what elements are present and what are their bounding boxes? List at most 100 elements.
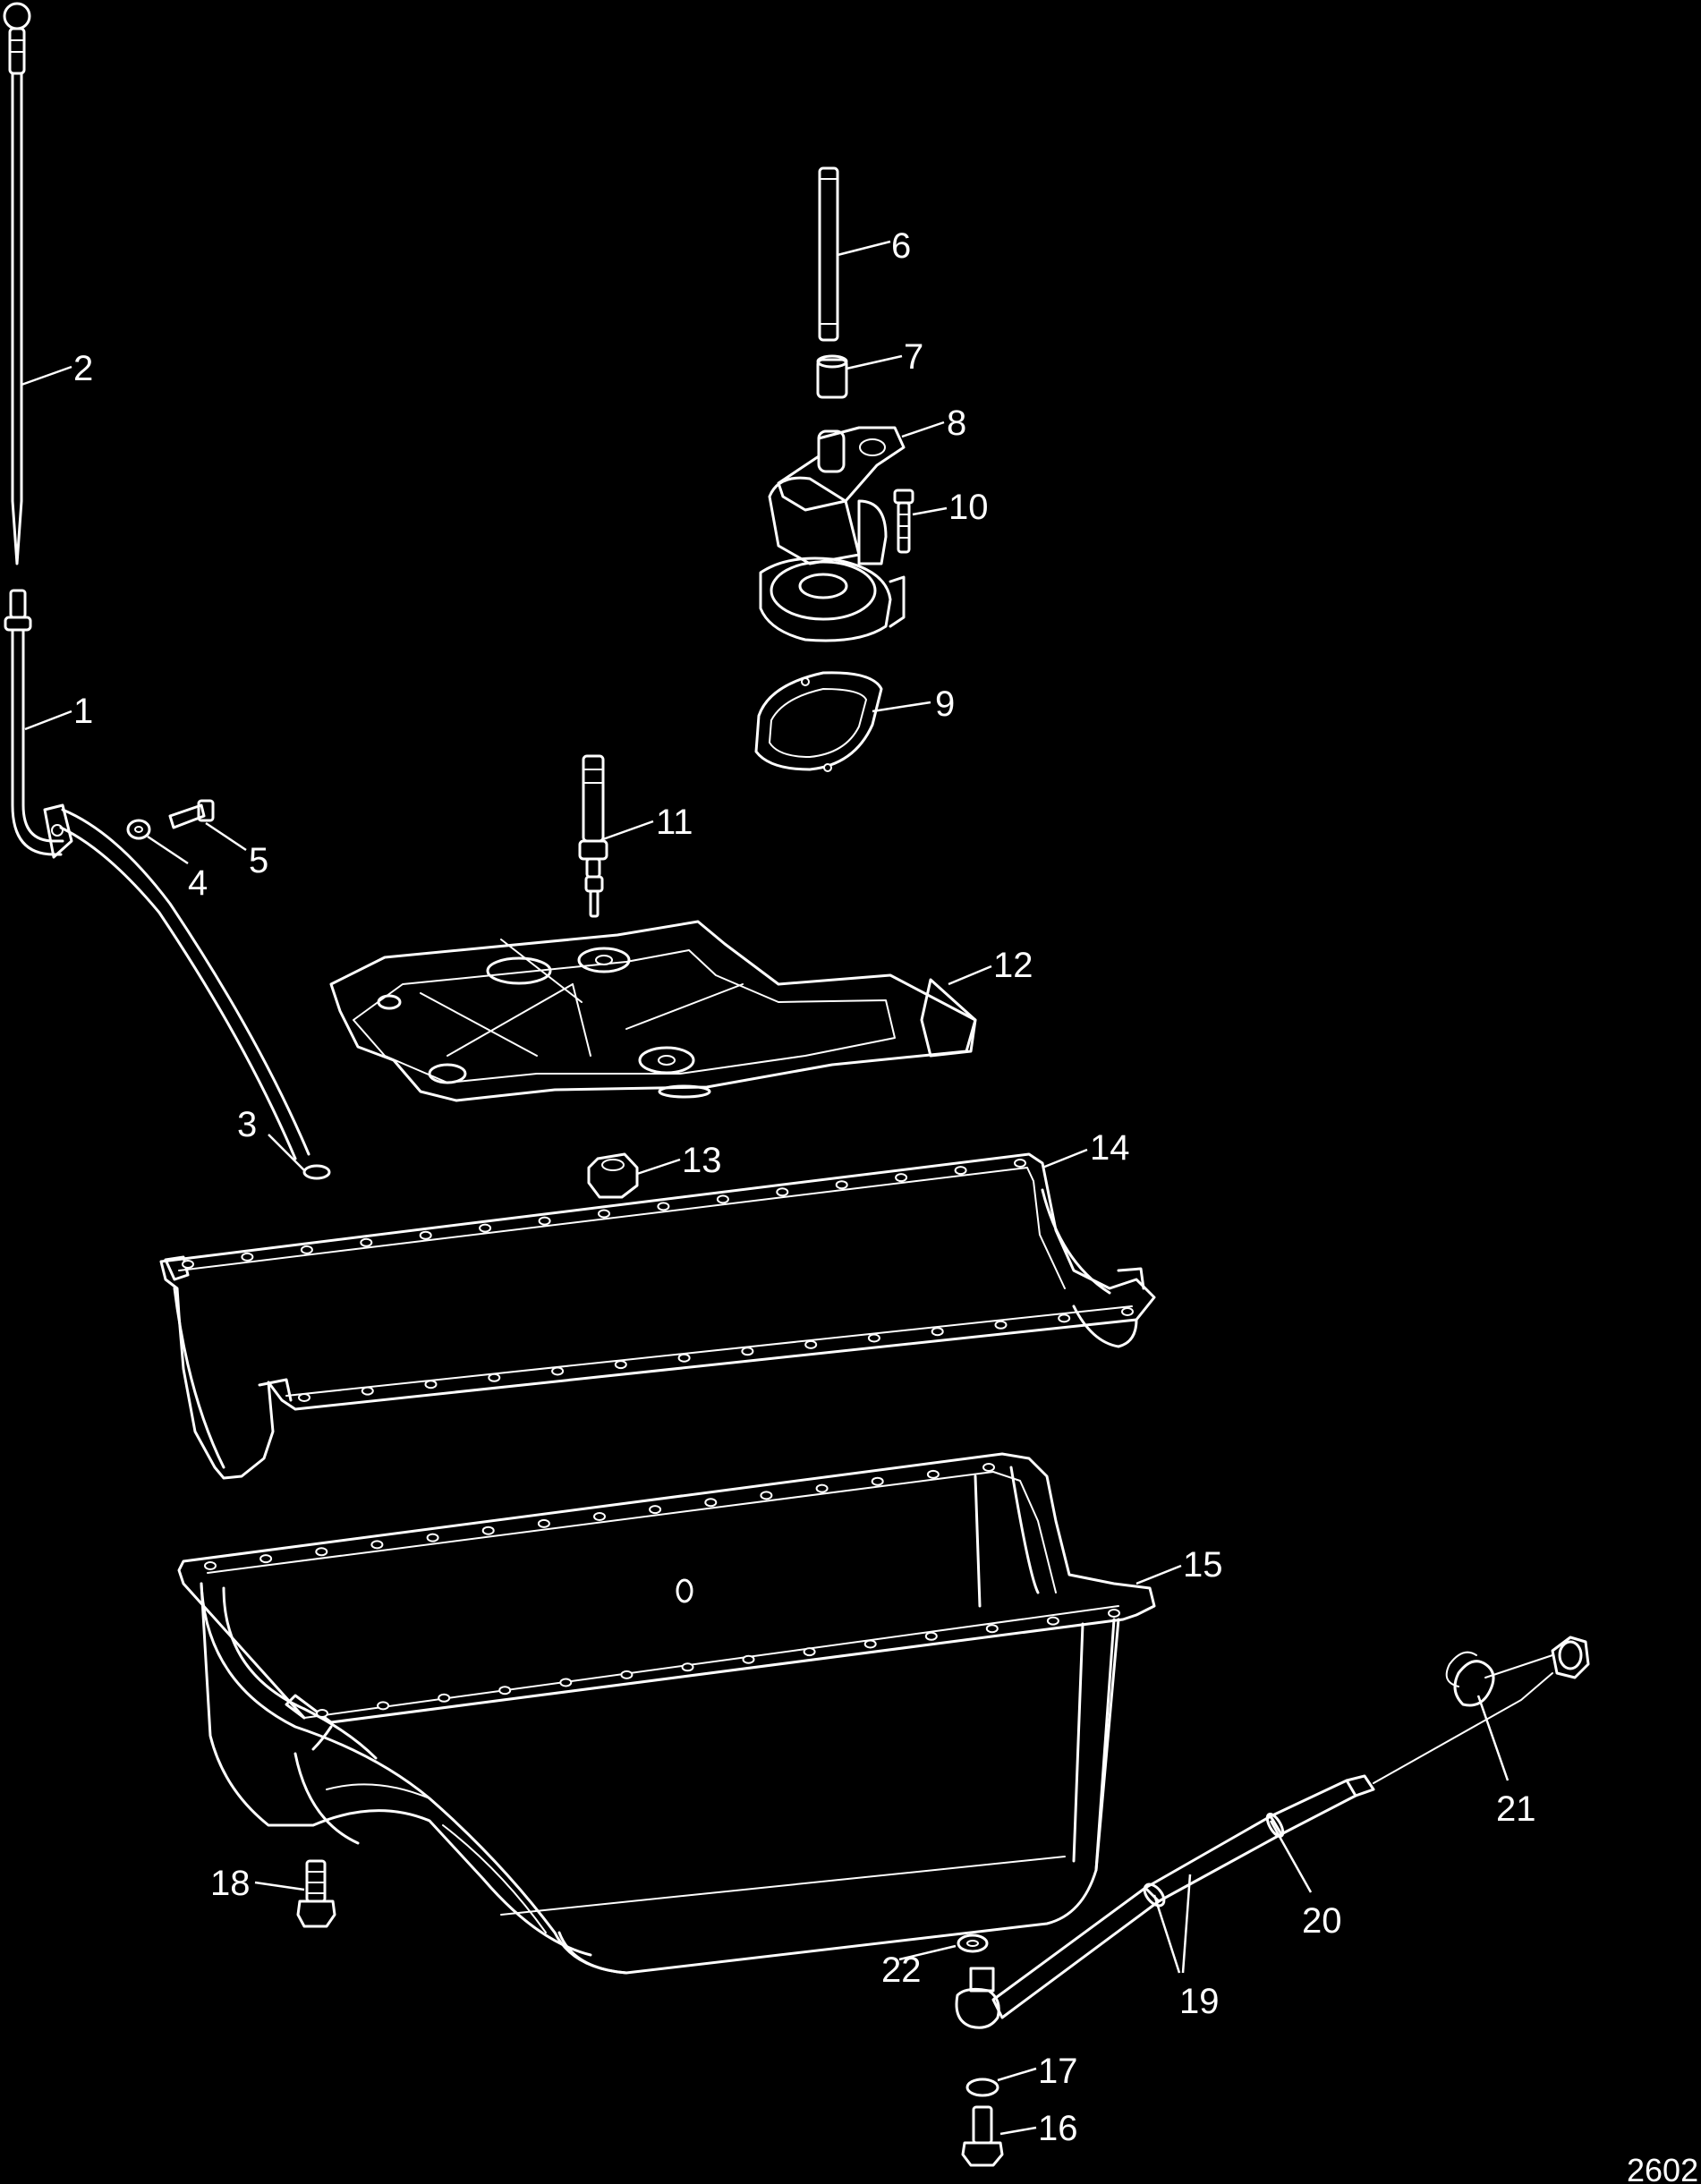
callout-20: 20 [1302, 1901, 1342, 1941]
pan-bolt-hole [871, 1476, 884, 1486]
washer [126, 819, 151, 840]
pan-bolt-hole [426, 1533, 439, 1542]
gasket-bolt-hole [804, 1339, 818, 1349]
drain-cap-lanyard [1445, 1636, 1590, 1707]
pump-screen [754, 671, 883, 772]
pan-bolt-hole [481, 1525, 495, 1535]
windage-tray-stud [578, 754, 608, 918]
pan-bolt-hole [593, 1512, 606, 1521]
gasket-bolt-hole [360, 1237, 373, 1247]
dipstick-tube [4, 589, 310, 1160]
gasket-bolt-holes [182, 1159, 1134, 1402]
pan-bolt-hole [815, 1483, 829, 1493]
pan-bolt-hole [316, 1709, 328, 1718]
pan-bolt-hole [315, 1547, 328, 1557]
pan-bolt-hole [924, 1631, 938, 1641]
oil-pan-bolt [296, 1859, 336, 1928]
gasket-bolt-hole [424, 1380, 438, 1389]
pan-bolt-hole [1108, 1609, 1120, 1618]
oil-pan-bolt-holes [204, 1463, 1120, 1718]
gasket-bolt-hole [614, 1360, 627, 1370]
gasket-bolt-hole [598, 1209, 610, 1219]
callout-21: 21 [1496, 1789, 1536, 1829]
drain-hose-assembly [955, 1672, 1553, 2029]
pan-bolt-hole [559, 1678, 573, 1687]
oil-pan-gasket [159, 1152, 1156, 1480]
callout-12: 12 [993, 946, 1033, 985]
gasket-bolt-hole [835, 1180, 848, 1190]
gasket-bolt-hole [300, 1245, 313, 1254]
callout-16: 16 [1038, 2109, 1078, 2148]
callout-8: 8 [947, 404, 966, 443]
pan-bolt-hole [982, 1463, 995, 1472]
leader-lines [21, 240, 1510, 2136]
pump-bolt [893, 489, 914, 554]
pan-bolt-hole [620, 1670, 634, 1679]
gasket-bolt-hole [776, 1187, 789, 1197]
gasket-bolt-hole [895, 1173, 908, 1183]
pan-bolt-hole [204, 1561, 217, 1570]
gasket-bolt-hole [677, 1353, 691, 1363]
oil-pump [759, 426, 906, 642]
gasket-bolt-hole [298, 1393, 310, 1402]
pan-bolt-hole [438, 1693, 451, 1703]
gasket-bolt-hole [538, 1216, 551, 1226]
gasket-bolt-hole [994, 1320, 1008, 1330]
gasket-bolt-hole [1058, 1313, 1071, 1323]
gasket-bolt-hole [241, 1252, 254, 1262]
drain-plug-o-ring [965, 2078, 999, 2097]
tube-bolt [168, 799, 215, 829]
callout-2: 2 [73, 349, 93, 388]
gasket-bolt-hole [361, 1386, 374, 1396]
oil-pan [177, 1452, 1156, 1975]
gasket-bolt-hole [488, 1372, 501, 1382]
gasket-bolt-hole [1014, 1159, 1026, 1168]
gasket-bolt-hole [551, 1366, 565, 1376]
gasket-bolt-hole [657, 1202, 670, 1211]
windage-tray-nut [587, 1152, 639, 1199]
callout-7: 7 [904, 337, 923, 377]
gasket-bolt-hole [419, 1230, 432, 1240]
callout-13: 13 [682, 1141, 722, 1180]
callout-19: 19 [1179, 1982, 1220, 2021]
pan-bolt-hole [742, 1654, 755, 1664]
tube-o-ring [302, 1164, 331, 1180]
pan-bolt-hole [259, 1554, 273, 1564]
pan-bolt-hole [377, 1701, 390, 1711]
callout-3: 3 [237, 1105, 257, 1144]
pump-driveshaft [818, 166, 839, 342]
pan-bolt-hole [1046, 1616, 1059, 1626]
pan-bolt-hole [370, 1540, 384, 1550]
callout-18: 18 [210, 1864, 251, 1903]
pan-bolt-hole [803, 1647, 816, 1657]
dipstick [3, 2, 31, 565]
gasket-bolt-hole [1121, 1307, 1134, 1316]
callout-9: 9 [935, 684, 955, 724]
pan-bolt-hole [537, 1518, 550, 1528]
gasket-bolt-hole [954, 1166, 967, 1176]
callout-labels: 2 1 3 4 5 6 7 8 10 9 11 12 13 14 15 16 1… [73, 226, 1536, 2148]
pan-bolt-hole [681, 1662, 694, 1672]
callout-17: 17 [1038, 2052, 1078, 2091]
callout-14: 14 [1090, 1128, 1130, 1168]
gasket-bolt-hole [867, 1333, 880, 1343]
windage-tray [329, 920, 977, 1102]
callout-15: 15 [1183, 1545, 1223, 1585]
callout-1: 1 [73, 692, 93, 731]
callout-10: 10 [948, 488, 989, 527]
drain-washer [957, 1933, 989, 1953]
drain-plug [961, 2105, 1004, 2167]
figure-number: 2602 [1627, 2152, 1698, 2184]
pan-bolt-hole [704, 1498, 718, 1508]
gasket-bolt-hole [716, 1194, 729, 1204]
pan-bolt-hole [649, 1505, 662, 1515]
shaft-coupler [816, 354, 848, 399]
callout-4: 4 [188, 863, 208, 903]
pan-bolt-hole [863, 1639, 877, 1649]
callout-6: 6 [891, 226, 911, 266]
callout-5: 5 [249, 841, 268, 880]
gasket-bolt-hole [479, 1223, 492, 1233]
gasket-bolt-hole [182, 1260, 194, 1269]
callout-22: 22 [881, 1950, 922, 1990]
